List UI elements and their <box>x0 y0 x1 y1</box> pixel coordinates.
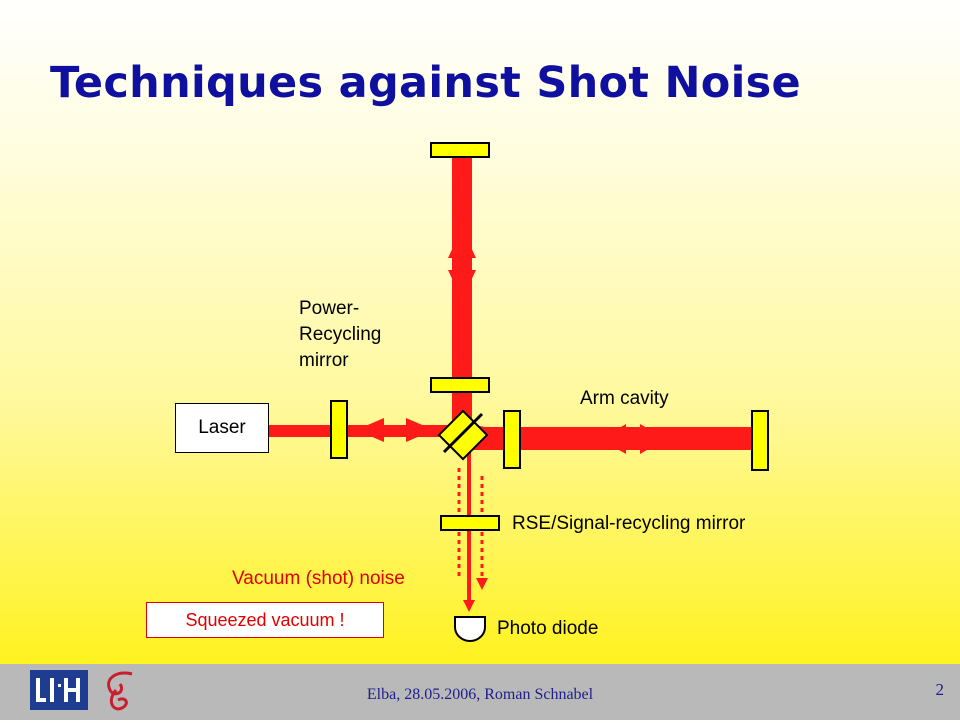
g-logo-icon <box>107 671 133 711</box>
laser-label: Laser <box>198 417 246 438</box>
squeezed-vacuum-label: Squeezed vacuum ! <box>185 609 345 630</box>
rse-label: RSE/Signal-recycling mirror <box>512 513 746 534</box>
squeezed-vacuum-box: Squeezed vacuum ! <box>146 602 384 638</box>
beam-splitter-coating <box>442 412 484 454</box>
photo-diode-label: Photo diode <box>497 618 599 639</box>
power-recycling-mirror <box>330 400 348 459</box>
photo-diode-icon <box>454 616 486 642</box>
vertical-arrow-up <box>448 228 476 258</box>
laser-box: Laser <box>175 403 269 453</box>
end-mirror-right <box>751 410 769 471</box>
lih-logo-icon <box>36 678 80 702</box>
end-mirror-top <box>430 142 490 158</box>
power-recycling-label-line3: mirror <box>299 350 349 371</box>
vertical-arrow-down <box>448 270 476 300</box>
power-recycling-label-line1: Power- <box>299 298 360 319</box>
signal-recycling-mirror <box>440 515 500 531</box>
input-arrow-right <box>406 418 434 442</box>
lih-logo <box>30 670 88 710</box>
arm-arrow-left <box>600 424 626 454</box>
input-mirror-top <box>430 377 490 393</box>
arm-arrow-right <box>640 424 666 454</box>
power-recycling-label-line2: Recycling <box>299 324 382 345</box>
power-recycling-label: Power- Recycling mirror <box>299 296 381 374</box>
vacuum-noise-arrow <box>476 578 488 590</box>
footer-text: Elba, 28.05.2006, Roman Schnabel <box>366 686 594 703</box>
input-arrow-left <box>356 418 384 442</box>
arm-cavity-label: Arm cavity <box>580 388 669 409</box>
output-arrow <box>463 600 475 612</box>
vacuum-noise-label: Vacuum (shot) noise <box>232 568 405 589</box>
page-number: 2 <box>935 680 945 699</box>
slide-title: Techniques against Shot Noise <box>50 58 802 108</box>
g-logo <box>96 668 142 718</box>
footer-bar <box>0 664 960 720</box>
input-mirror-right <box>503 410 521 469</box>
